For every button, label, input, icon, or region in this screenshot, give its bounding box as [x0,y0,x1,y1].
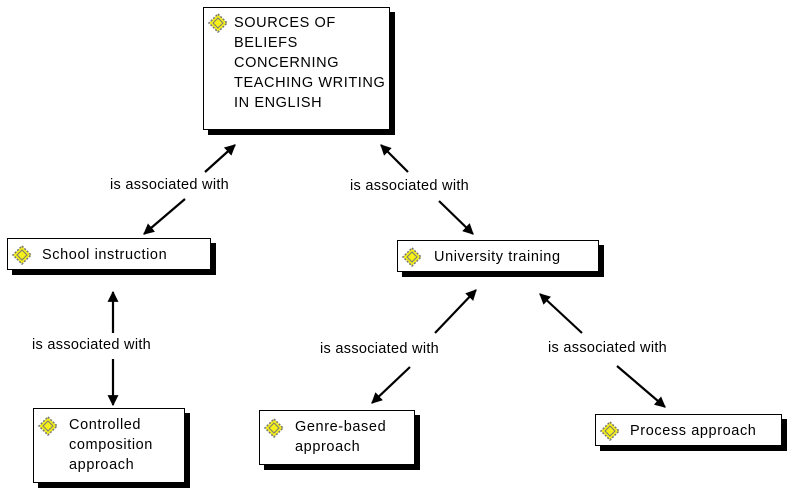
node-label: University training [434,249,561,265]
code-icon [264,418,284,438]
link-label-university-process: is associated with [546,340,670,356]
connector-university-genre-upper [434,289,477,334]
code-icon [402,247,422,267]
node-root[interactable]: SOURCES OF BELIEFS CONCERNING TEACHING W… [203,7,390,130]
connector-university-genre-lower [371,366,411,404]
node-university-training[interactable]: University training [397,240,599,272]
node-process-approach[interactable]: Process approach [595,414,782,446]
node-label: Controlled composition approach [69,417,153,473]
node-label: Process approach [630,423,757,439]
connector-root-school-upper [204,144,236,173]
node-controlled-composition[interactable]: Controlled composition approach [33,408,185,483]
code-icon [600,421,620,441]
node-label: SOURCES OF BELIEFS CONCERNING TEACHING W… [234,15,386,111]
link-label-university-genre: is associated with [318,341,442,357]
link-label-root-university: is associated with [348,178,472,194]
connector-root-university-lower [438,200,474,235]
connector-university-process-lower [616,365,666,408]
node-genre-based[interactable]: Genre-based approach [259,410,415,465]
node-label: School instruction [42,247,168,263]
code-icon [208,13,228,33]
node-label: Genre-based approach [295,419,387,455]
connector-root-university-upper [380,144,409,173]
connector-root-school-lower [143,198,186,235]
link-label-school-controlled: is associated with [30,337,154,353]
code-icon [12,245,32,265]
link-label-root-school: is associated with [108,177,232,193]
code-icon [38,416,58,436]
connector-university-process-upper [539,293,583,334]
node-school-instruction[interactable]: School instruction [7,238,211,270]
